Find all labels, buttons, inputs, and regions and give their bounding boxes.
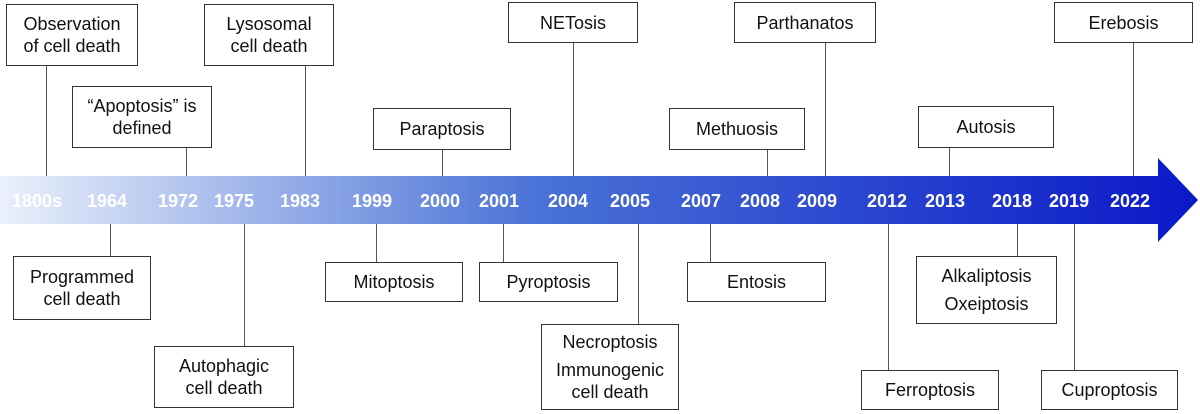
year-label: 1983: [280, 191, 321, 211]
year-label: 2009: [797, 191, 838, 211]
event-label: Alkaliptosis: [941, 266, 1032, 286]
event-label: “Apoptosis” is: [87, 96, 197, 116]
connector-line: [376, 224, 377, 262]
year-label: 2019: [1049, 191, 1090, 211]
event-label: Ferroptosis: [884, 380, 976, 400]
connector-line: [186, 148, 187, 176]
event-label: Methuosis: [695, 119, 779, 139]
event-mitoptosis: Mitoptosis: [325, 262, 463, 302]
event-autosis: Autosis: [918, 106, 1054, 148]
connector-line: [949, 148, 950, 176]
event-label: Autophagic: [178, 356, 270, 376]
event-parthanatos: Parthanatos: [734, 2, 876, 43]
event-label: Erebosis: [1088, 12, 1159, 33]
event-label: Necroptosis: [562, 332, 658, 352]
connector-line: [573, 43, 574, 176]
connector-line: [638, 224, 639, 324]
year-label: 2004: [548, 191, 589, 211]
year-label: 2007: [681, 191, 722, 211]
connector-line: [1133, 43, 1134, 176]
year-label: 2022: [1110, 191, 1151, 211]
event-label: cell death: [185, 378, 263, 398]
event-netosis: NETosis: [508, 2, 638, 43]
year-label: 1975: [214, 191, 255, 211]
event-label: cell death: [571, 382, 649, 402]
event-autophagic-cell-death: Autophagic cell death: [154, 346, 294, 408]
event-label: of cell death: [23, 36, 121, 56]
event-pyroptosis: Pyroptosis: [479, 262, 618, 302]
event-label: Immunogenic: [555, 360, 665, 380]
connector-line: [710, 224, 711, 262]
year-label: 2000: [420, 191, 461, 211]
event-label: Mitoptosis: [353, 272, 435, 292]
event-ferroptosis: Ferroptosis: [861, 370, 999, 410]
event-label: defined: [112, 118, 172, 138]
connector-line: [244, 224, 245, 346]
event-apoptosis-defined: “Apoptosis” is defined: [72, 86, 212, 148]
event-label: Entosis: [726, 272, 787, 292]
year-label: 2013: [925, 191, 966, 211]
event-label: Autosis: [956, 117, 1016, 137]
event-label: cell death: [230, 36, 308, 56]
year-label: 1972: [158, 191, 199, 211]
connector-line: [110, 224, 111, 256]
event-label: Oxeiptosis: [944, 294, 1029, 314]
event-observation-of-cell-death: Observation of cell death: [6, 4, 138, 66]
year-label: 1999: [352, 191, 393, 211]
event-label: NETosis: [539, 12, 606, 33]
year-label: 1800s: [12, 191, 63, 211]
connector-line: [825, 43, 826, 176]
year-label: 2018: [992, 191, 1033, 211]
event-label: Lysosomal: [226, 14, 312, 34]
connector-line: [1074, 224, 1075, 370]
event-methuosis: Methuosis: [669, 108, 805, 150]
year-label: 2005: [610, 191, 651, 211]
event-erebosis: Erebosis: [1054, 2, 1193, 43]
connector-line: [442, 150, 443, 176]
year-label: 2012: [867, 191, 908, 211]
event-entosis: Entosis: [687, 262, 826, 302]
year-label: 1964: [87, 191, 128, 211]
event-label: Parthanatos: [756, 12, 854, 33]
year-label: 2008: [740, 191, 781, 211]
event-programmed-cell-death: Programmed cell death: [13, 256, 151, 320]
connector-line: [46, 66, 47, 176]
event-necroptosis-immunogenic: Necroptosis Immunogenic cell death: [541, 324, 679, 410]
connector-line: [305, 66, 306, 176]
event-alkaliptosis-oxeiptosis: Alkaliptosis Oxeiptosis: [916, 256, 1057, 324]
event-label: cell death: [43, 289, 121, 309]
event-label: Observation: [23, 14, 121, 34]
connector-line: [767, 150, 768, 176]
event-cuproptosis: Cuproptosis: [1041, 370, 1178, 410]
event-label: Programmed: [29, 267, 135, 287]
year-label: 2001: [479, 191, 520, 211]
event-label: Cuproptosis: [1061, 380, 1158, 400]
event-paraptosis: Paraptosis: [373, 108, 511, 150]
event-lysosomal-cell-death: Lysosomal cell death: [204, 4, 334, 66]
event-label: Paraptosis: [399, 119, 485, 139]
connector-line: [503, 224, 504, 262]
event-label: Pyroptosis: [506, 272, 591, 292]
connector-line: [888, 224, 889, 370]
connector-line: [1017, 224, 1018, 256]
